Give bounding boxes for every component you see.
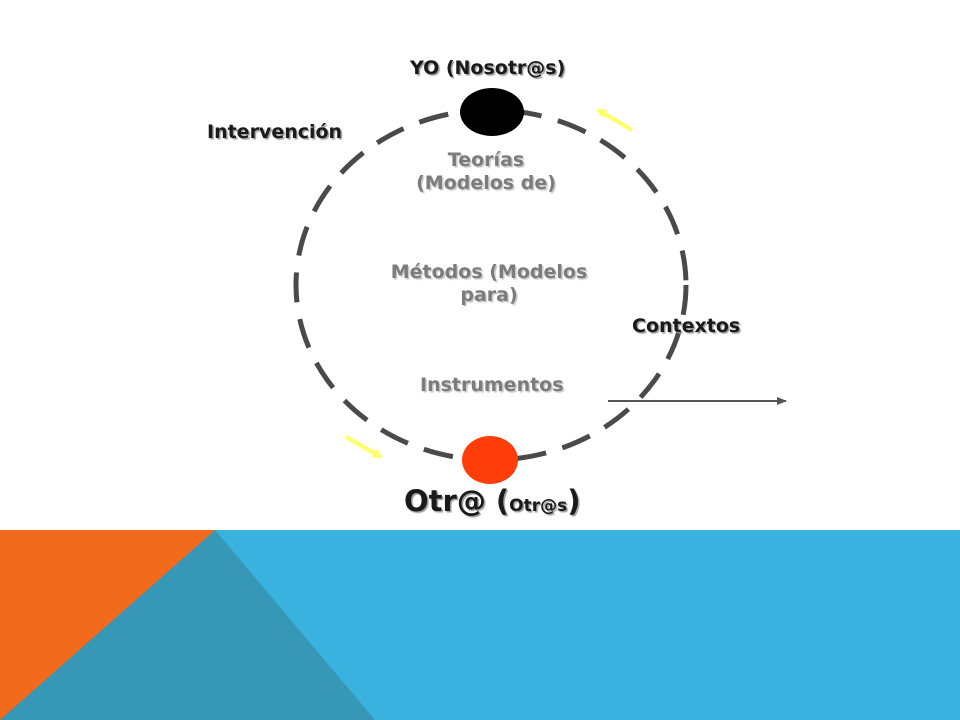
otro-label-main: Otr@ (: [404, 484, 510, 518]
banner-orange: [0, 530, 215, 720]
intervencion-label: Intervención: [207, 121, 343, 143]
yo-node: [460, 88, 524, 136]
metodos-line-1: Métodos (Modelos: [390, 261, 588, 283]
contextos-label: Contextos: [632, 315, 741, 337]
yo-label: YO (Nosotr@s): [410, 57, 566, 79]
direction-arrow-top-icon: [596, 108, 634, 132]
teorias-line-1: Teorías: [447, 149, 525, 171]
instrumentos-label: Instrumentos: [420, 374, 564, 396]
teorias-label: Teorías (Modelos de): [416, 149, 556, 195]
teorias-line-2: (Modelos de): [416, 171, 556, 194]
otro-label: Otr@ (Otr@s): [404, 484, 581, 519]
metodos-line-2: para): [460, 283, 518, 306]
otro-label-close: ): [567, 484, 581, 518]
otro-label-small: Otr@s: [509, 496, 568, 516]
direction-arrow-bottom-icon: [345, 435, 383, 459]
metodos-label: Métodos (Modelos para): [391, 261, 588, 307]
otro-node: [462, 436, 518, 484]
